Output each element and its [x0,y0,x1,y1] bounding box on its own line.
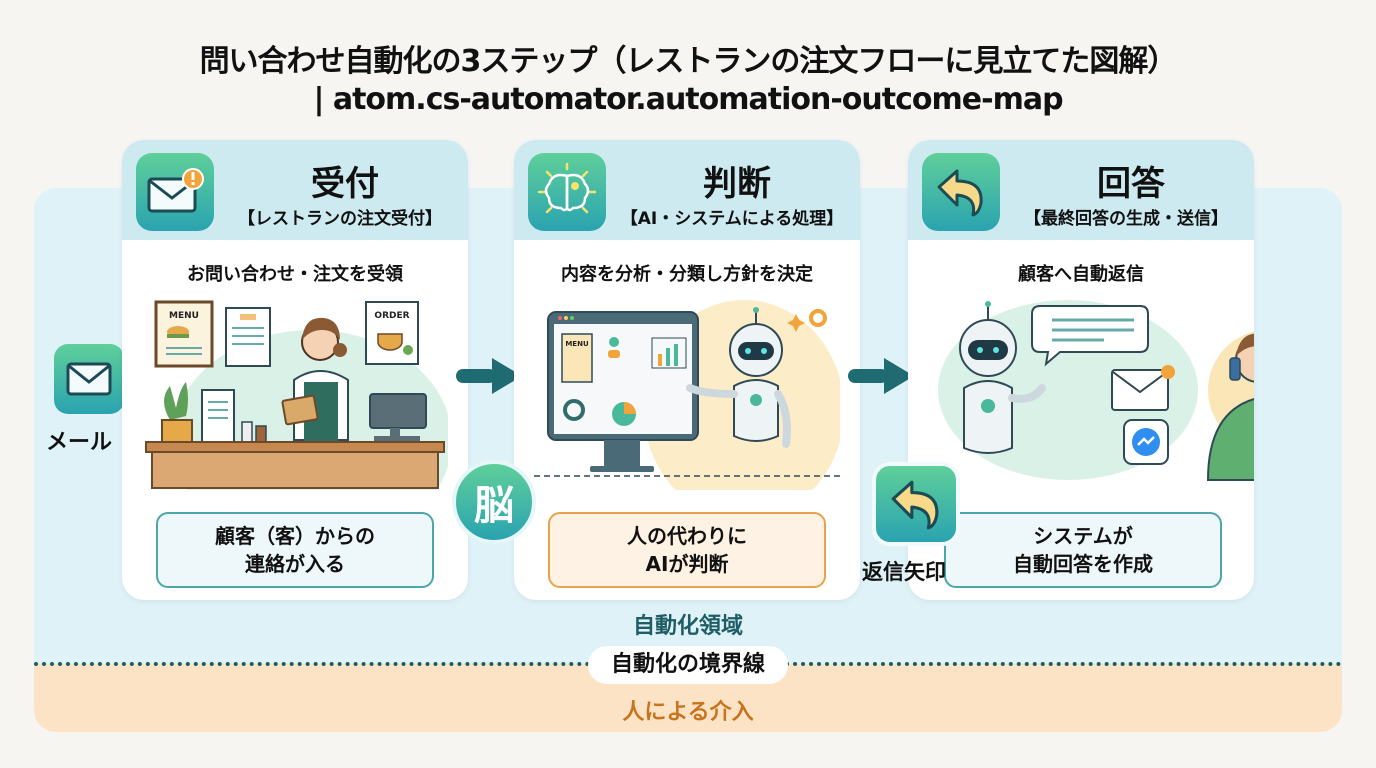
step-header: 回答 【最終回答の生成・送信】 [908,140,1254,240]
step-description: 内容を分析・分類し方針を決定 [561,264,813,285]
note-line: 自動回答を作成 [1013,552,1153,576]
reply-arrow-icon [922,153,1000,231]
brain-icon [528,153,606,231]
step-title: 受付 [311,164,379,204]
step-note: 人の代わりに AIが判断 [548,512,826,588]
step-description: 顧客へ自動返信 [1018,264,1144,285]
step-header: 判断 【AI・システムによる処理】 [514,140,860,240]
order-sign-text: ORDER [374,311,409,321]
mail-input-icon [54,344,124,414]
page-title: 問い合わせ自動化の3ステップ（レストランの注文フローに見立てた図解） [199,44,1178,79]
page-subtitle: | atom.cs-automator.automation-outcome-m… [313,82,1063,117]
step-subtitle: 【最終回答の生成・送信】 [1024,209,1228,229]
note-line: AIが判断 [645,552,729,576]
reply-arrow-icon [891,480,939,530]
step-card-judgment: 判断 【AI・システムによる処理】 内容を分析・分類し方針を決定 MENU [514,140,860,600]
human-zone-label: 人による介入 [622,700,754,725]
reply-arrow-label: 返信矢印 [862,560,946,584]
robot-dashboard-illustration: MENU [534,300,840,490]
step-header: 受付 【レストランの注文受付】 [122,140,468,240]
step-card-reception: 受付 【レストランの注文受付】 お問い合わせ・注文を受領 MENU ORDER [122,140,468,600]
envelope-icon [66,362,112,396]
brain-badge: 脳 [452,460,536,544]
menu-sign-text: MENU [169,311,199,321]
step-description: お問い合わせ・注文を受領 [187,264,403,285]
note-line: 顧客（客）からの [215,524,375,548]
envelope-alert-icon [136,153,214,231]
note-line: 人の代わりに [627,524,747,548]
step-subtitle: 【AI・システムによる処理】 [620,209,844,229]
boundary-label: 自動化の境界線 [588,646,788,684]
restaurant-staff-illustration: MENU ORDER [145,300,448,490]
flow-arrow-icon [848,358,914,394]
step-title: 判断 [703,164,771,204]
mail-input-label: メール [46,430,113,455]
step-note: システムが 自動回答を作成 [944,512,1222,588]
menu-sign-text: MENU [565,340,589,348]
step-card-response: 回答 【最終回答の生成・送信】 顧客へ自動返信 システムが 自動回答 [908,140,1254,600]
note-line: システムが [1033,524,1133,548]
reply-arrow-badge [872,462,960,546]
step-title: 回答 [1097,164,1165,204]
automation-zone-label: 自動化領域 [632,614,743,639]
step-note: 顧客（客）からの 連絡が入る [156,512,434,588]
flow-arrow-icon [456,358,522,394]
robot-reply-illustration [938,300,1254,481]
note-line: 連絡が入る [245,552,345,576]
step-subtitle: 【レストランの注文受付】 [238,209,442,229]
